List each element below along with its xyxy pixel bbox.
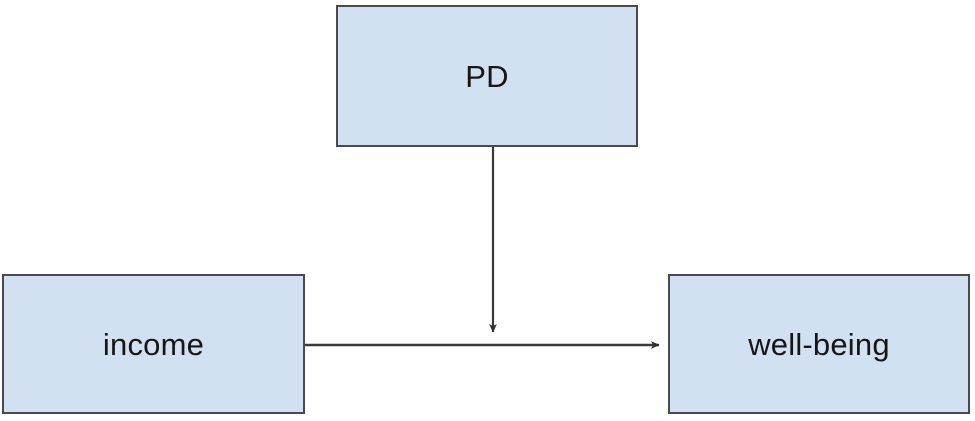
node-wellbeing[interactable]: well-being: [668, 274, 970, 414]
node-income-label: income: [102, 326, 205, 362]
node-pd-label: PD: [465, 58, 509, 94]
node-wellbeing-label: well-being: [748, 326, 890, 362]
node-pd[interactable]: PD: [336, 5, 638, 147]
node-income[interactable]: income: [2, 274, 305, 414]
